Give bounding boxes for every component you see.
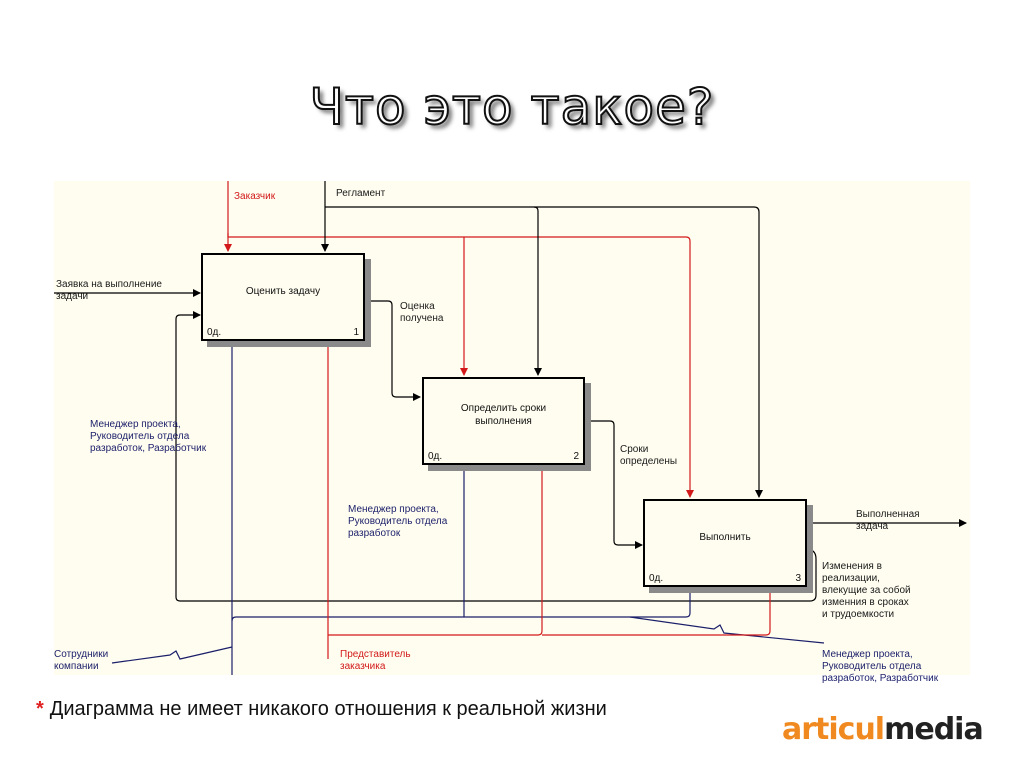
box-3-number: 3: [795, 573, 801, 584]
box-2-label: Определить сроки выполнения: [460, 403, 547, 427]
output-flows: [175, 300, 967, 602]
articulmedia-logo: articulmedia: [782, 712, 984, 747]
customer-control-arrows: [224, 181, 694, 498]
label-mechanism-2: Менеджер проекта, Руководитель отдела ра…: [348, 504, 448, 539]
footnote-star: *: [36, 698, 44, 720]
label-estimate-done: Оценка получена: [400, 301, 444, 324]
footnote-text: Диаграмма не имеет никакого отношения к …: [49, 698, 607, 720]
idef0-diagram: Оценить задачу 0д. 1 Определить сроки вы…: [54, 181, 970, 684]
label-customer-rep: Представитель заказчика: [340, 649, 411, 672]
logo-part-2: media: [884, 712, 984, 747]
slide-title: Что это такое?: [309, 77, 715, 137]
activity-box-2[interactable]: Определить сроки выполнения 0д. 2: [422, 377, 585, 465]
label-changes: Изменения в реализации, влекущие за собо…: [822, 561, 911, 620]
label-completed-task: Выполненная задача: [856, 509, 920, 532]
logo-part-1: articul: [782, 712, 885, 747]
box-1-cost: 0д.: [207, 327, 222, 338]
mechanism-arrows: [111, 334, 825, 675]
label-regulation: Регламент: [336, 188, 386, 199]
regulation-control-arrows: [321, 181, 763, 498]
activity-box-1[interactable]: Оценить задачу 0д. 1: [201, 253, 365, 341]
label-deadlines-set: Сроки определены: [620, 444, 678, 467]
footnote: *Диаграмма не имеет никакого отношения к…: [36, 698, 607, 721]
label-mechanism-1: Менеджер проекта, Руководитель отдела ра…: [90, 419, 207, 454]
box-2-number: 2: [573, 451, 579, 462]
diagram-arrows: [54, 181, 967, 675]
box-2-cost: 0д.: [428, 451, 443, 462]
box-1-label: Оценить задачу: [245, 286, 321, 297]
label-customer: Заказчик: [234, 191, 276, 202]
box-3-cost: 0д.: [649, 573, 664, 584]
label-mechanism-3: Менеджер проекта, Руководитель отдела ра…: [822, 649, 939, 684]
label-request: Заявка на выполнение задачи: [56, 279, 162, 302]
box-1-number: 1: [353, 327, 359, 338]
label-employees: Сотрудники компании: [54, 649, 109, 672]
activity-box-3[interactable]: Выполнить 0д. 3: [643, 499, 807, 587]
customer-rep-arrows: [324, 334, 774, 659]
box-3-label: Выполнить: [699, 532, 751, 543]
